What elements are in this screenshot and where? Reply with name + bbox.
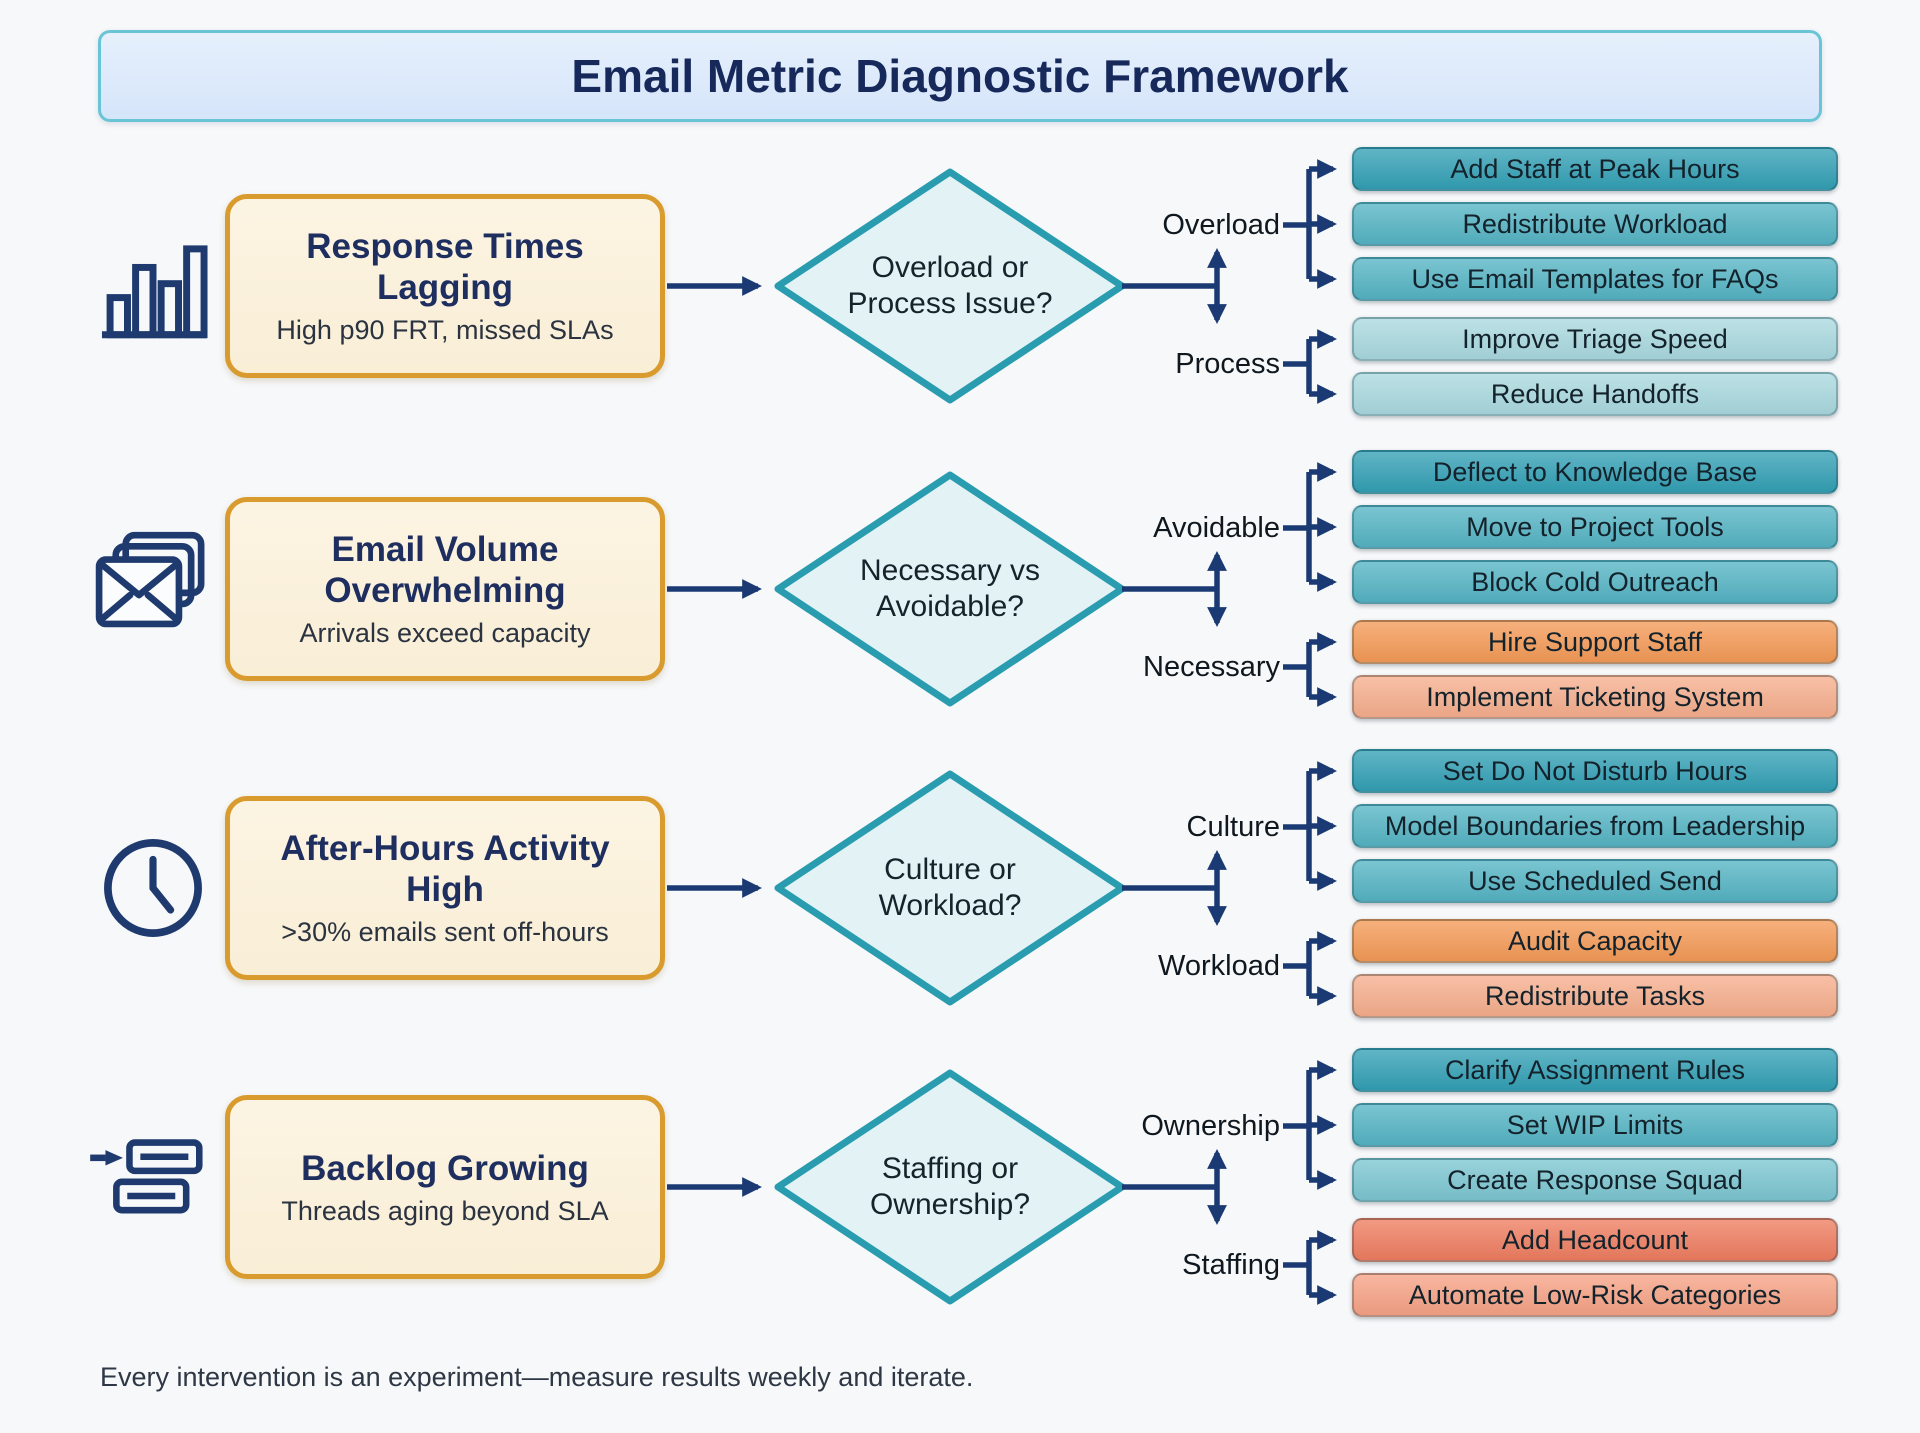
branch-label-up: Culture [1186, 811, 1281, 843]
branch-label-down: Necessary [1143, 651, 1280, 683]
action-box: Add Headcount [1352, 1218, 1838, 1262]
problem-subtitle: Threads aging beyond SLA [281, 1195, 609, 1226]
problem-subtitle: >30% emails sent off-hours [281, 917, 609, 947]
backlog-stack-icon [90, 1139, 203, 1214]
action-box: Model Boundaries from Leadership [1352, 804, 1838, 848]
action-box: Set WIP Limits [1352, 1103, 1838, 1147]
problem-subtitle: Arrivals exceed capacity [299, 618, 591, 648]
decision-line2: Avoidable? [876, 590, 1024, 623]
problem-title: Backlog Growing [301, 1148, 589, 1188]
branch-label-down: Process [1175, 348, 1280, 380]
problem-title: After-Hours Activity High [280, 829, 610, 909]
action-box: Set Do Not Disturb Hours [1352, 749, 1838, 793]
action-box: Clarify Assignment Rules [1352, 1048, 1838, 1092]
footer-note: Every intervention is an experiment—meas… [100, 1362, 974, 1392]
action-box: Hire Support Staff [1352, 620, 1838, 664]
action-box: Deflect to Knowledge Base [1352, 450, 1838, 494]
action-box: Use Email Templates for FAQs [1352, 257, 1838, 301]
problem-title: Response Times Lagging [306, 227, 584, 307]
problem-box: After-Hours Activity High >30% emails se… [225, 796, 665, 980]
clock-icon [104, 839, 202, 937]
decision-line1: Staffing or [881, 1152, 1019, 1185]
problem-subtitle: High p90 FRT, missed SLAs [276, 315, 614, 345]
branch-label-up: Avoidable [1153, 512, 1280, 544]
action-box: Automate Low-Risk Categories [1352, 1273, 1838, 1317]
action-box: Use Scheduled Send [1352, 859, 1838, 903]
action-box: Redistribute Workload [1352, 202, 1838, 246]
action-box: Block Cold Outreach [1352, 560, 1838, 604]
action-box: Reduce Handoffs [1352, 372, 1838, 416]
page-title: Email Metric Diagnostic Framework [98, 30, 1822, 122]
problem-box: Response Times Lagging High p90 FRT, mis… [225, 194, 665, 378]
action-box: Create Response Squad [1352, 1158, 1838, 1202]
branch-label-up: Overload [1162, 209, 1280, 241]
action-box: Move to Project Tools [1352, 505, 1838, 549]
decision-diamond-label: Culture or Workload? [810, 852, 1090, 924]
envelope-stack-icon [95, 531, 205, 628]
decision-diamond-label: Staffing or Ownership? [810, 1151, 1090, 1223]
action-box: Improve Triage Speed [1352, 317, 1838, 361]
action-box: Audit Capacity [1352, 919, 1838, 963]
action-box: Implement Ticketing System [1352, 675, 1838, 719]
decision-line1: Necessary vs [859, 554, 1041, 587]
decision-diamond-label: Overload or Process Issue? [810, 250, 1090, 322]
action-box: Redistribute Tasks [1352, 974, 1838, 1018]
decision-line2: Process Issue? [847, 287, 1053, 320]
decision-diamond-label: Necessary vs Avoidable? [810, 553, 1090, 625]
problem-box: Email Volume Overwhelming Arrivals excee… [225, 497, 665, 681]
branch-label-down: Staffing [1182, 1249, 1280, 1281]
branch-label-up: Ownership [1141, 1110, 1280, 1142]
decision-line1: Culture or [884, 853, 1016, 886]
action-box: Add Staff at Peak Hours [1352, 147, 1838, 191]
decision-line2: Ownership? [869, 1188, 1031, 1221]
problem-box: Backlog Growing Threads aging beyond SLA [225, 1095, 665, 1279]
decision-line1: Overload or [871, 251, 1029, 284]
bar-chart-icon [101, 245, 208, 339]
branch-label-down: Workload [1158, 950, 1280, 982]
problem-title: Email Volume Overwhelming [324, 530, 566, 610]
decision-line2: Workload? [878, 889, 1022, 922]
